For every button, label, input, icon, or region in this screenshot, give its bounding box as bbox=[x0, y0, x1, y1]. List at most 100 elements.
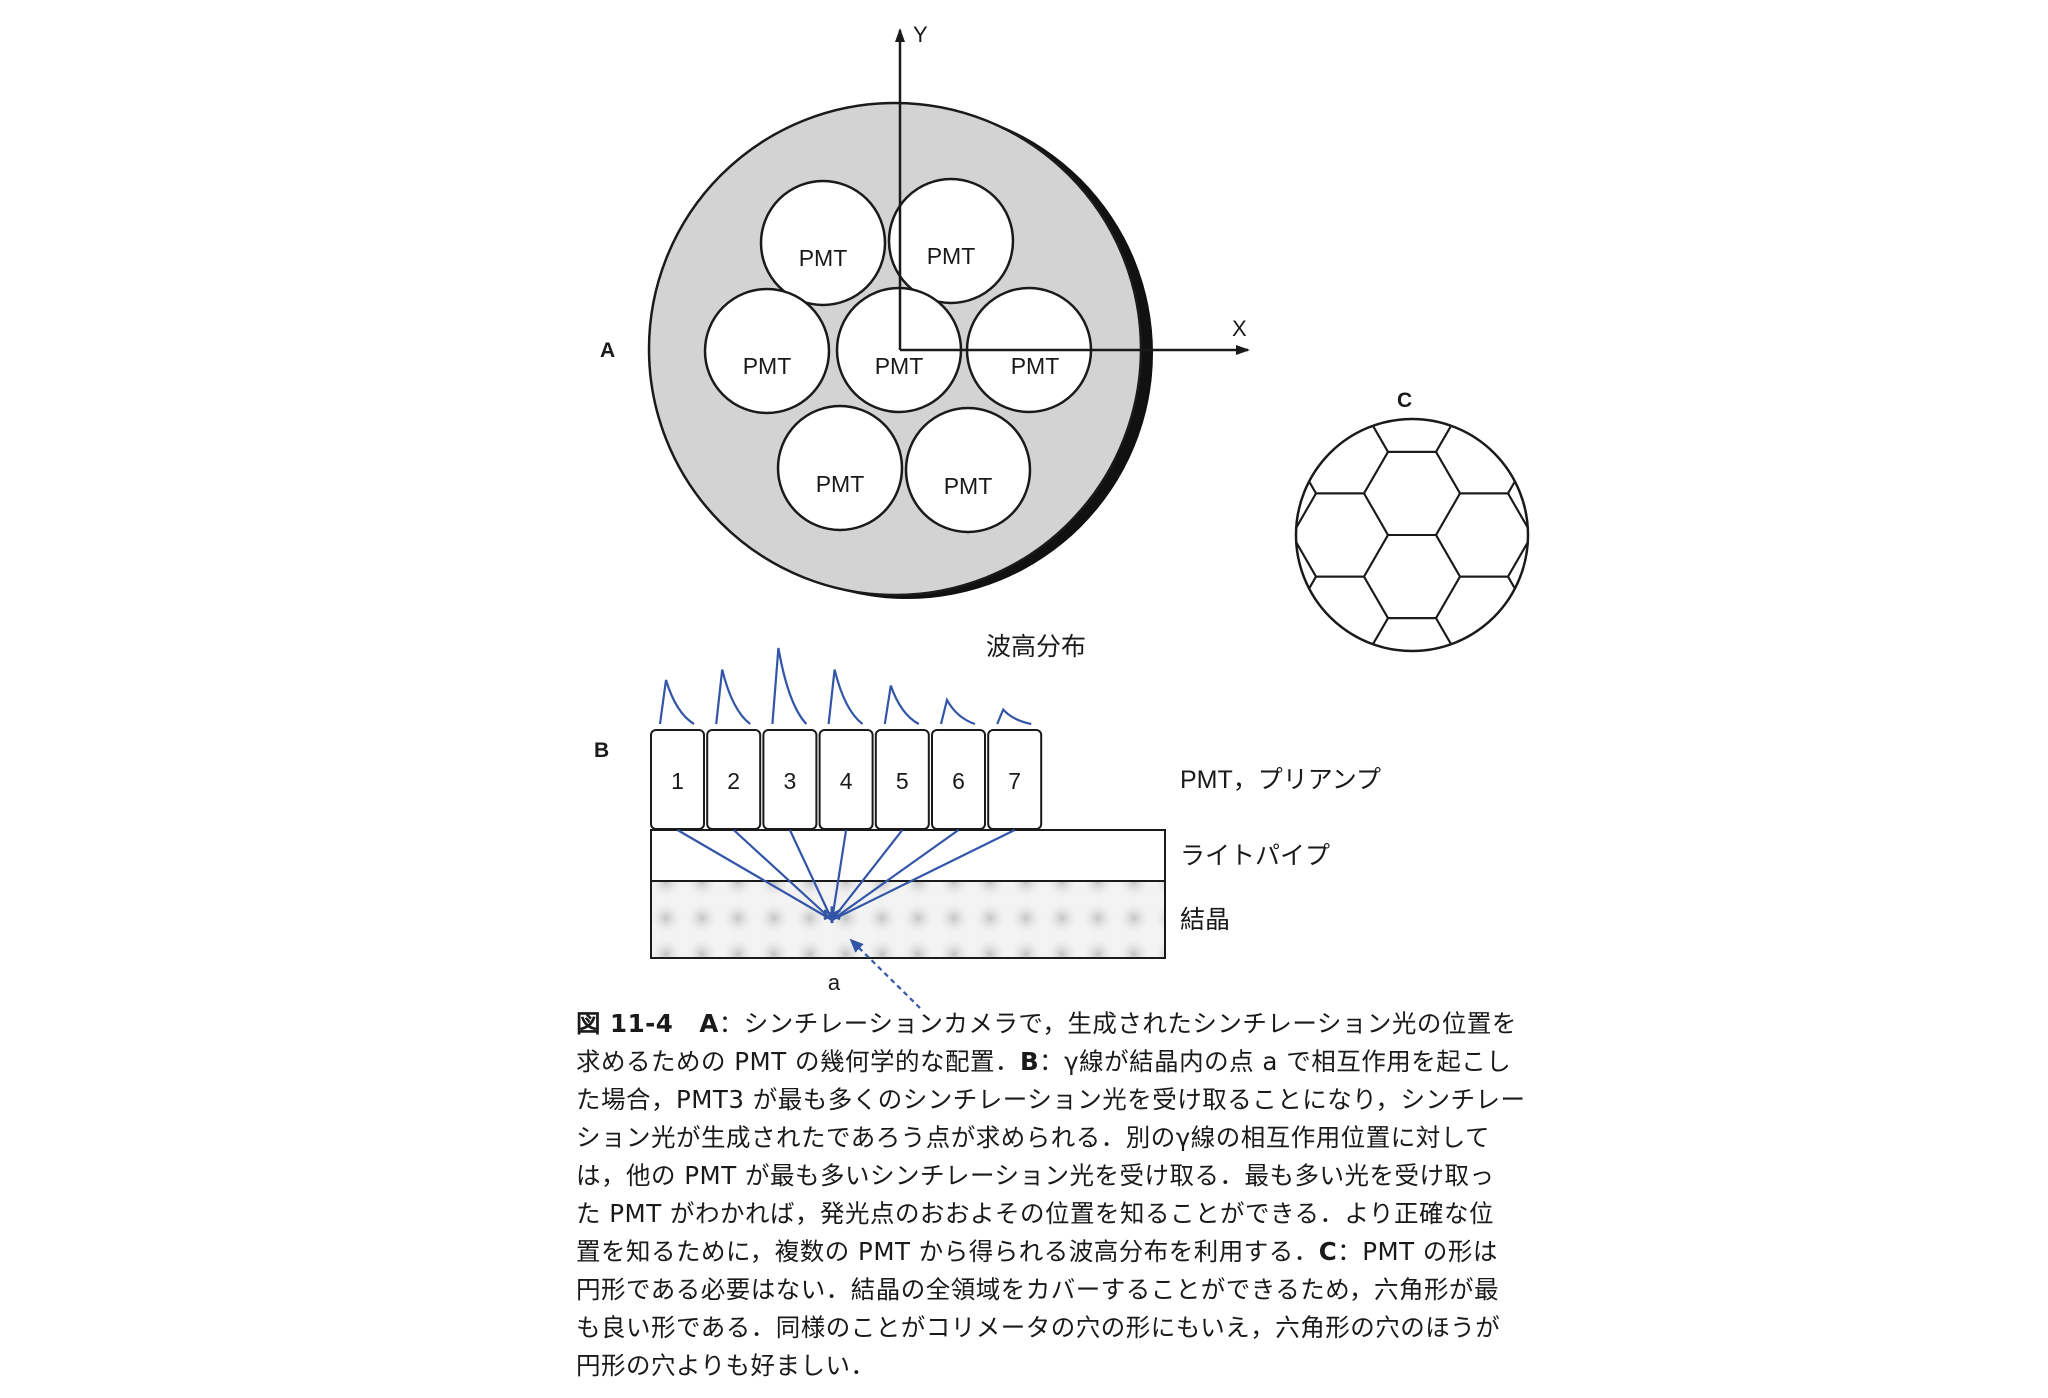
hex-cell bbox=[1506, 419, 1528, 453]
pmt-label: PMT bbox=[816, 471, 865, 497]
hex-cell bbox=[1436, 743, 1532, 826]
pmt-label: PMT bbox=[927, 243, 976, 269]
caption-text: 円形である必要はない．結晶の全領域をカバーすることができるため，六角形が最 bbox=[576, 1275, 1500, 1304]
caption-text: た場合，PMT3 が最も多くのシンチレーション光を受け取ることになり，シンチレー bbox=[576, 1085, 1526, 1114]
pulse-waveform bbox=[827, 669, 864, 725]
pmt-number: 6 bbox=[952, 768, 965, 794]
caption-text: ：γ線が結晶内の点 a で相互作用を起こし bbox=[1039, 1047, 1512, 1076]
caption-panel-ref: B bbox=[1019, 1047, 1040, 1076]
pmt-box: 5 bbox=[874, 729, 930, 830]
hex-cell bbox=[1580, 660, 1676, 743]
hex-cell bbox=[1436, 826, 1532, 909]
pmt-label: PMT bbox=[875, 353, 924, 379]
hex-cell bbox=[1580, 493, 1676, 576]
pulse-waveform bbox=[658, 679, 695, 725]
crystal-layer bbox=[650, 880, 1166, 959]
hex-cell bbox=[1364, 286, 1460, 369]
pmt-label: PMT bbox=[944, 473, 993, 499]
hex-cell bbox=[1364, 784, 1460, 867]
light-rays bbox=[676, 829, 1016, 921]
caption-line: も良い形である．同様のことがコリメータの穴の形にもいえ，六角形の穴のほうが bbox=[576, 1309, 1512, 1347]
pulse-waveform bbox=[996, 707, 1032, 726]
panel-a: A PMT PMT PMT PMT PMT PMT PMT bbox=[600, 22, 1250, 599]
caption-line: 求めるための PMT の幾何学的な配置．B：γ線が結晶内の点 a で相互作用を起… bbox=[576, 1043, 1512, 1081]
hex-cell bbox=[1580, 161, 1676, 244]
pulse-height-distribution bbox=[658, 647, 1032, 726]
caption-line: 円形である必要はない．結晶の全領域をカバーすることができるため，六角形が最 bbox=[576, 1271, 1512, 1309]
hex-detector-outline bbox=[1294, 417, 1530, 653]
pmt-box: 3 bbox=[762, 729, 818, 830]
hex-cell bbox=[1296, 617, 1318, 651]
hex-cell bbox=[1436, 327, 1532, 410]
light-ray bbox=[831, 829, 960, 921]
hex-cell bbox=[1436, 244, 1532, 327]
hex-cell bbox=[1148, 577, 1244, 660]
hex-cell bbox=[1508, 286, 1604, 369]
x-axis-label: X bbox=[1232, 316, 1247, 341]
caption-text: 円形の穴よりも好ましい． bbox=[576, 1351, 876, 1380]
y-axis-label: Y bbox=[913, 22, 928, 47]
crystal-label: 結晶 bbox=[1180, 906, 1230, 934]
hex-cell bbox=[1364, 202, 1460, 285]
pmt-preamp-label: PMT，プリアンプ bbox=[1180, 766, 1381, 794]
pulse-waveform bbox=[771, 647, 808, 725]
hex-cell bbox=[1506, 534, 1528, 620]
panel-c-label: C bbox=[1397, 389, 1412, 412]
caption-line: 置を知るために，複数の PMT から得られる波高分布を利用する．C：PMT の形… bbox=[576, 1233, 1512, 1271]
pmt-tube: PMT bbox=[776, 404, 904, 532]
pmt-label: PMT bbox=[1011, 353, 1060, 379]
pmt-number: 4 bbox=[840, 768, 853, 794]
hex-cell bbox=[1220, 202, 1316, 285]
pmt-label: PMT bbox=[743, 353, 792, 379]
hex-cell bbox=[1292, 161, 1388, 244]
pulse-waveform bbox=[939, 697, 976, 726]
hex-cell bbox=[1506, 617, 1528, 651]
interaction-star: * bbox=[823, 901, 842, 942]
hex-cell bbox=[1580, 327, 1676, 410]
pulse-height-title: 波高分布 bbox=[986, 633, 1086, 661]
pmt-tube: PMT bbox=[904, 406, 1032, 534]
hex-cell bbox=[1148, 660, 1244, 743]
pmt-box: 6 bbox=[931, 729, 986, 830]
pulse-waveform bbox=[715, 669, 751, 725]
caption-text: は，他の PMT が最も多いシンチレーション光を受け取る．最も多い光を受け取っ bbox=[576, 1161, 1495, 1190]
panel-c: C bbox=[1148, 119, 1676, 909]
hex-cell bbox=[1436, 660, 1532, 743]
hex-cell bbox=[1508, 784, 1604, 867]
hex-cell bbox=[1580, 577, 1676, 660]
caption-text: 置を知るために，複数の PMT から得られる波高分布を利用する． bbox=[576, 1237, 1319, 1266]
hex-cell bbox=[1508, 701, 1604, 784]
pmt-number: 5 bbox=[896, 768, 909, 794]
caption-line: は，他の PMT が最も多いシンチレーション光を受け取る．最も多い光を受け取っ bbox=[576, 1157, 1512, 1195]
pmt-box: 4 bbox=[818, 729, 874, 830]
caption-text: ション光が生成されたであろう点が求められる．別のγ線の相互作用位置に対して bbox=[576, 1123, 1491, 1152]
hex-cell bbox=[1364, 119, 1460, 202]
pmt-number: 1 bbox=[671, 768, 684, 794]
light-ray bbox=[831, 829, 904, 921]
hex-cell bbox=[1148, 161, 1244, 244]
hex-cell bbox=[1148, 493, 1244, 576]
light-ray bbox=[830, 829, 848, 921]
caption-text: 求めるための PMT の幾何学的な配置． bbox=[576, 1047, 1020, 1076]
hex-cell bbox=[1148, 410, 1244, 493]
caption-text: ：PMT の形は bbox=[1337, 1237, 1498, 1266]
light-ray bbox=[788, 829, 833, 921]
hex-cell bbox=[1292, 327, 1388, 410]
caption-line: ション光が生成されたであろう点が求められる．別のγ線の相互作用位置に対して bbox=[576, 1119, 1512, 1157]
pulse-waveform bbox=[883, 685, 920, 725]
panel-a-label: A bbox=[600, 339, 615, 362]
pmt-number: 7 bbox=[1008, 768, 1021, 794]
caption-figure-number: 図 11-4 bbox=[576, 1009, 674, 1038]
pmt-number: 2 bbox=[727, 768, 740, 794]
panel-b-label: B bbox=[594, 739, 609, 762]
light-ray bbox=[831, 829, 1016, 921]
hex-cell bbox=[1436, 161, 1532, 244]
hex-cell bbox=[1148, 327, 1244, 410]
light-guide-layer bbox=[650, 829, 1166, 882]
pmt-tube: PMT bbox=[703, 287, 831, 415]
light-ray bbox=[732, 829, 833, 921]
hex-cell bbox=[1580, 826, 1676, 909]
